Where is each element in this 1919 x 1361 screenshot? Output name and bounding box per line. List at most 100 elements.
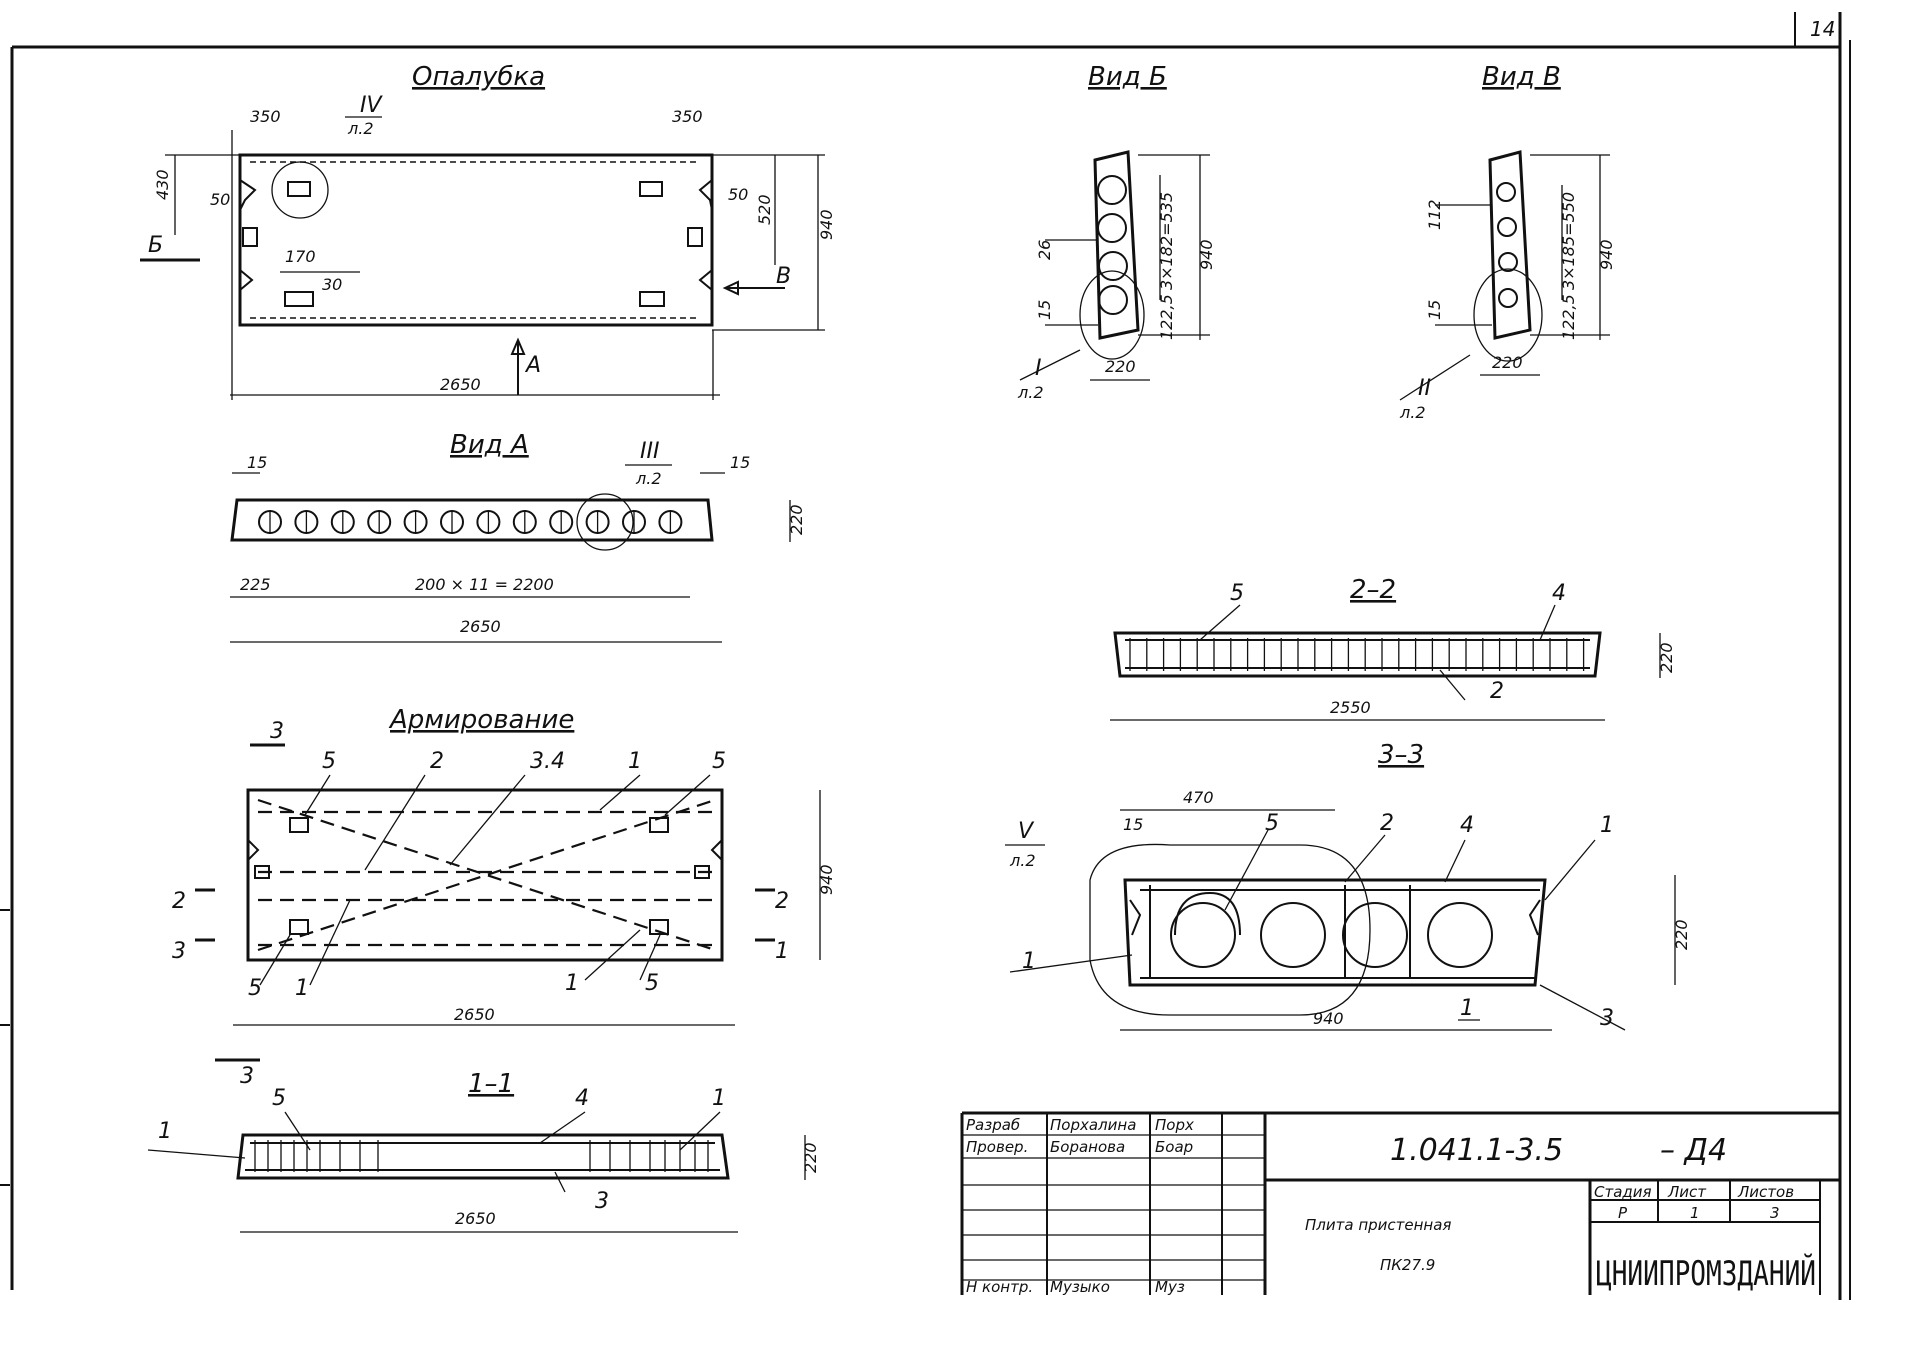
cut-3-left: 3 [172,939,186,964]
cut-1-right: 1 [775,939,789,964]
formwork-view: Опалубка 2650 940 430 520 350 350 50 50 [140,62,836,400]
section-2-2: 2–2 2550 220 5 4 2 [1110,575,1676,721]
section-1-1-width-dim: 2650 [455,1209,496,1228]
tb-sign-2: Боар [1155,1138,1193,1156]
section-2-2-height-dim: 220 [1657,642,1676,673]
view-v-dim-112: 112 [1425,199,1444,230]
cut-2-right: 2 [775,889,789,914]
view-b-node-sheet: л.2 [1017,383,1044,402]
view-a-dim-225: 225 [240,575,271,594]
view-v-title: Вид В [1482,62,1561,92]
view-v-pitch-dim: 3×185=550 [1559,192,1578,290]
view-v: Вид В 940 3×185=550 122,5 112 15 220 II … [1399,62,1616,422]
reinforcement-height-dim: 940 [817,864,836,895]
reinf-mark-5a: 5 [322,749,336,774]
tb-stage-label: Стадия [1594,1183,1652,1201]
formwork-width-dim: 2650 [440,375,481,394]
sec33-mark-5: 5 [1265,811,1279,836]
page-number: 14 [1810,17,1835,41]
view-a-width-dim: 2650 [460,617,501,636]
view-b-title: Вид Б [1088,62,1167,92]
sec33-height-dim: 220 [1672,919,1691,950]
arrow-b-label: Б [148,233,163,258]
reinforcement-title: Армирование [388,705,574,735]
arrow-a-label: А [524,353,541,378]
section-3-3: 3–3 V л.2 470 15 940 220 5 2 4 1 1 [1005,740,1691,1031]
sec33-dim-15: 15 [1123,815,1143,834]
view-v-dim-1225: 122,5 [1559,294,1578,340]
formwork-dim-170: 170 [285,247,316,266]
view-a-node-sheet: л.2 [635,469,662,488]
reinf-mark-1b: 1 [295,976,309,1001]
tb-doc-suffix: – Д4 [1660,1133,1727,1168]
sec33-mark-1a: 1 [1600,813,1614,838]
cut-2-left: 2 [172,889,186,914]
reinf-mark-2: 2 [430,749,444,774]
tb-name-line2: ПК27.9 [1380,1256,1435,1274]
tb-role-1: Разраб [966,1116,1020,1134]
view-b-pitch-dim: 3×182=535 [1157,192,1176,290]
sec11-mark-1-right: 1 [712,1086,726,1111]
view-v-height-dim: 940 [1597,239,1616,270]
section-1-1-title: 1–1 [468,1069,514,1099]
section-1-1-height-dim: 220 [801,1142,820,1173]
view-b-dim-26: 26 [1035,240,1054,260]
formwork-node-number: IV [360,93,383,118]
section-1-1-bars [254,1140,709,1172]
formwork-title: Опалубка [412,62,545,92]
view-b: Вид Б 940 3×182=535 122,5 26 15 220 I л.… [1017,62,1216,402]
sec33-node-number: V [1018,819,1035,844]
formwork-dim-520: 520 [755,194,774,225]
formwork-dim-430: 430 [153,169,172,200]
formwork-node-sheet: л.2 [347,119,374,138]
sec22-mark-2: 2 [1490,679,1504,704]
sec33-width-dim: 940 [1313,1009,1344,1028]
formwork-dim-50-right: 50 [728,185,748,204]
tb-sheets-value: 3 [1770,1204,1780,1222]
tb-role-2: Провер. [966,1138,1028,1156]
cut-3-top: 3 [270,719,284,744]
view-b-dim-15: 15 [1035,300,1054,320]
view-b-width-dim: 220 [1105,357,1136,376]
tb-sheet-label: Лист [1667,1183,1707,1201]
formwork-height-dim: 940 [817,209,836,240]
formwork-dim-50-left: 50 [210,190,230,209]
view-a-pitch-dim: 200 × 11 = 2200 [415,575,554,594]
sec22-mark-4: 4 [1552,581,1566,606]
view-v-node-sheet: л.2 [1399,403,1426,422]
reinf-mark-34: 3.4 [530,749,565,774]
formwork-dim-350-left: 350 [250,107,281,126]
sec11-mark-1-left: 1 [158,1119,172,1144]
tb-stage-value: Р [1618,1204,1628,1222]
view-v-width-dim: 220 [1492,353,1523,372]
section-2-2-bars [1129,638,1585,671]
section-2-2-width-dim: 2550 [1330,698,1371,717]
reinforcement-width-dim: 2650 [454,1005,495,1024]
tb-name-1: Порхалина [1050,1116,1136,1134]
view-v-dim-15: 15 [1425,300,1444,320]
section-2-2-title: 2–2 [1350,575,1396,605]
sec33-mark-3: 3 [1600,1006,1614,1031]
section-1-1-cut: 3 [240,1064,254,1089]
title-block: Разраб Порхалина Порх Провер. Боранова Б… [960,1111,1840,1296]
tb-name-line1: Плита пристенная [1305,1216,1451,1234]
view-a: Вид А III л.2 15 15 220 225 200 × 11 = 2… [230,430,806,643]
reinf-mark-1c: 1 [565,971,579,996]
sec33-mark-1b: 1 [1022,949,1036,974]
sec22-mark-5: 5 [1230,581,1244,606]
view-a-title: Вид А [450,430,529,460]
tb-organization: ЦНИИПРОМЗДАНИЙ [1596,1253,1816,1294]
sec11-mark-5: 5 [272,1086,286,1111]
sec33-mark-1c: 1 [1460,996,1474,1021]
arrow-v-label: В [776,264,791,289]
view-v-node-number: II [1418,376,1431,401]
view-a-dim-15-left: 15 [247,453,267,472]
sheet-frame [0,12,1851,1300]
tb-sheet-value: 1 [1690,1204,1700,1222]
view-b-height-dim: 940 [1197,239,1216,270]
reinf-mark-5c: 5 [248,976,262,1001]
tb-sign-1: Порх [1155,1116,1194,1134]
sec33-dim-470: 470 [1183,788,1214,807]
sec11-mark-4: 4 [575,1086,589,1111]
